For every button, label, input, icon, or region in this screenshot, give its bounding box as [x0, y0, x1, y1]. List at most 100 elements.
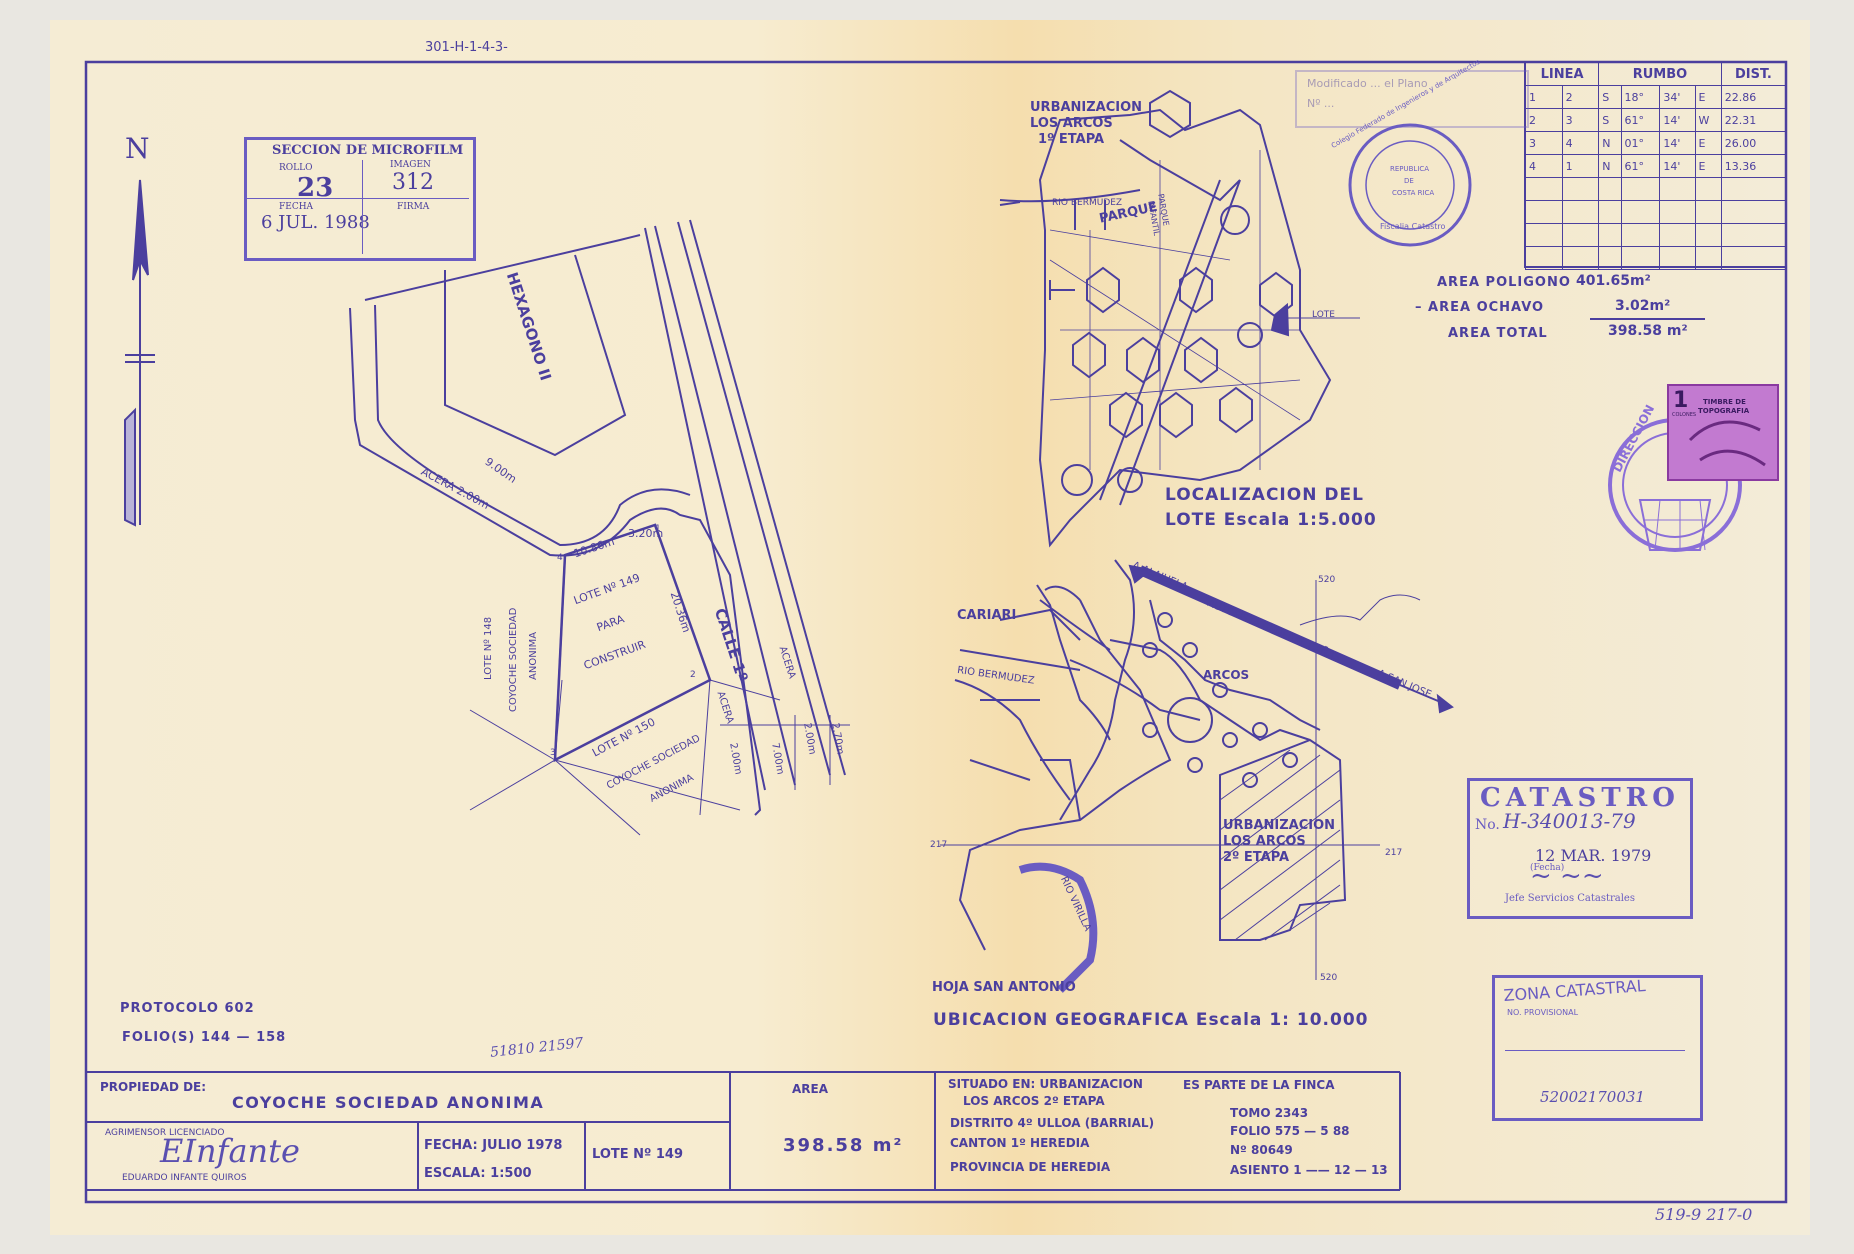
- catastro-signature: ~ ~~: [1530, 861, 1604, 891]
- rumbo-cell: W: [1694, 108, 1722, 132]
- area-total-label: AREA TOTAL: [1448, 326, 1548, 341]
- rumbo-cell: 3: [1525, 131, 1563, 155]
- area-value: 398.58 m²: [783, 1135, 904, 1156]
- urbanizacion-etapa1-3: 1º ETAPA: [1038, 132, 1105, 147]
- rumbo-cell-empty: [1598, 200, 1622, 224]
- rumbo-cell: 13.36: [1720, 154, 1787, 178]
- microfilm-title: SECCION DE MICROFILM: [272, 143, 464, 158]
- vertex-4: 4: [557, 553, 563, 563]
- rumbo-cell: N: [1598, 131, 1622, 155]
- header-linea: LINEA: [1524, 62, 1600, 86]
- hoja-label: HOJA SAN ANTONIO: [932, 980, 1076, 995]
- zona-sub: NO. PROVISIONAL: [1507, 1008, 1579, 1017]
- seal-colegio-fiscalia: Fiscalia Catastro: [1380, 222, 1446, 231]
- rumbo-cell-empty: [1720, 246, 1787, 270]
- area-ochavo-value: 3.02m²: [1615, 298, 1671, 314]
- rumbo-cell: 1: [1525, 85, 1563, 109]
- provincia-value: PROVINCIA DE HEREDIA: [950, 1160, 1111, 1174]
- zona-number: 52002170031: [1540, 1088, 1645, 1106]
- rumbo-cell: 34': [1659, 85, 1696, 109]
- rumbo-cell-empty: [1694, 177, 1722, 201]
- distrito-value: DISTRITO 4º ULLOA (BARRIAL): [950, 1116, 1155, 1130]
- urbanizacion-etapa1-2: LOS ARCOS: [1030, 116, 1113, 131]
- catastro-fecha-label: (Fecha): [1530, 863, 1565, 873]
- lote148-line3: ANONIMA: [528, 631, 539, 680]
- rumbo-cell: E: [1694, 85, 1722, 109]
- seal-colegio-costarica: COSTA RICA: [1392, 189, 1435, 197]
- catastro-title: CATASTRO: [1480, 783, 1680, 813]
- propiedad-value: COYOCHE SOCIEDAD ANONIMA: [232, 1093, 545, 1112]
- rumbo-cell: 14': [1659, 154, 1696, 178]
- header-rumbo: RUMBO: [1598, 62, 1722, 86]
- zona-catastral-stamp: ZONA CATASTRAL NO. PROVISIONAL 520021700…: [1492, 975, 1703, 1121]
- protocolo-label: PROTOCOLO 602: [120, 1001, 255, 1016]
- rumbo-row-empty: [1525, 223, 1787, 247]
- rumbo-cell-empty: [1694, 223, 1722, 247]
- rumbo-cell-empty: [1659, 223, 1696, 247]
- rumbo-cell-empty: [1620, 246, 1661, 270]
- fecha-value: FECHA: JULIO 1978: [424, 1138, 563, 1153]
- rumbo-cell: 2: [1525, 108, 1563, 132]
- urbanizacion-etapa1-1: URBANIZACION: [1030, 100, 1143, 115]
- timbre-value: 1: [1673, 388, 1689, 413]
- rumbo-cell-empty: [1620, 223, 1661, 247]
- rumbo-cell-empty: [1659, 200, 1696, 224]
- rumbo-cell: S: [1598, 85, 1622, 109]
- folios-label: FOLIO(S) 144 — 158: [122, 1030, 287, 1045]
- grid-217-right: 217: [1385, 848, 1403, 858]
- rumbo-cell: 1: [1561, 154, 1600, 178]
- agrimensor-label: AGRIMENSOR LICENCIADO: [105, 1128, 225, 1138]
- seal-colegio-republica: REPUBLICA: [1390, 165, 1430, 173]
- cariari-label: CARIARI: [957, 608, 1017, 623]
- firma-label: FIRMA: [397, 202, 430, 212]
- dim-320: 3.20m: [628, 527, 664, 540]
- lote148-line2: COYOCHE SOCIEDAD: [508, 607, 519, 712]
- rumbo-cell: 18°: [1620, 85, 1661, 109]
- rumbo-header-row: LINEA RUMBO DIST.: [1524, 62, 1787, 86]
- escala-value: ESCALA: 1:500: [424, 1166, 532, 1181]
- lote148-line1: LOTE Nº 148: [483, 616, 494, 680]
- timbre-label-1: TIMBRE DE: [1703, 398, 1746, 406]
- situado-line2: LOS ARCOS 2º ETAPA: [963, 1094, 1105, 1108]
- situado-line1: SITUADO EN: URBANIZACION: [948, 1077, 1143, 1091]
- rumbo-cell-empty: [1561, 223, 1600, 247]
- lote-number: LOTE Nº 149: [592, 1147, 684, 1162]
- modificado-line2: Nº ...: [1307, 97, 1335, 110]
- catastro-number: H-340013-79: [1503, 809, 1636, 833]
- imagen-label: IMAGEN: [390, 160, 431, 170]
- rumbo-cell-empty: [1561, 200, 1600, 224]
- rumbo-cell-empty: [1525, 200, 1563, 224]
- vertex-2: 2: [690, 670, 696, 680]
- modificado-stamp: Modificado ... el Plano Nº ...: [1295, 70, 1529, 128]
- rumbo-cell-empty: [1525, 246, 1563, 270]
- rumbo-cell-empty: [1659, 177, 1696, 201]
- localizacion-title-2: LOTE Escala 1:5.000: [1165, 510, 1377, 530]
- timbre-label-2: TOPOGRAFIA: [1698, 407, 1750, 415]
- rumbo-cell-empty: [1620, 200, 1661, 224]
- catastro-jefe: Jefe Servicios Catastrales: [1505, 893, 1635, 904]
- rumbo-cell: 61°: [1620, 108, 1661, 132]
- rio-bermudez-loc: RIO BERMUDEZ: [1052, 198, 1123, 208]
- urbanizacion-etapa2-3: 2º ETAPA: [1223, 850, 1290, 865]
- modificado-line1: Modificado ... el Plano: [1307, 77, 1428, 90]
- finca-label: ES PARTE DE LA FINCA: [1183, 1078, 1335, 1092]
- rumbo-cell-empty: [1659, 246, 1696, 270]
- rumbo-cell: 14': [1659, 108, 1696, 132]
- rumbo-cell: 26.00: [1720, 131, 1787, 155]
- corner-note: 519-9 217-0: [1655, 1205, 1753, 1224]
- rumbo-cell-empty: [1598, 223, 1622, 247]
- rumbo-cell-empty: [1720, 200, 1787, 224]
- rumbo-cell-empty: [1525, 177, 1563, 201]
- rumbo-cell: 22.31: [1720, 108, 1787, 132]
- localizacion-title-1: LOCALIZACION DEL: [1165, 485, 1364, 505]
- folio-value: FOLIO 575 — 5 88: [1230, 1124, 1350, 1138]
- propiedad-label: PROPIEDAD DE:: [100, 1080, 207, 1094]
- area-poligono-label: AREA POLIGONO: [1437, 275, 1571, 290]
- grid-217-left: 217: [930, 840, 948, 850]
- zona-title: ZONA CATASTRAL: [1503, 976, 1647, 1005]
- lote-pointer-label: LOTE: [1312, 310, 1335, 320]
